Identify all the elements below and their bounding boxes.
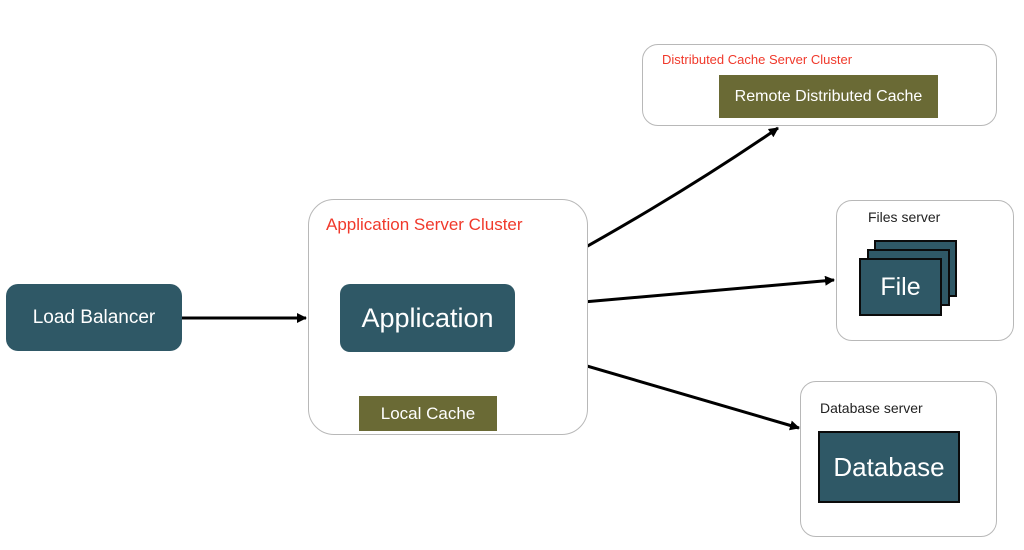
remote-distributed-cache-node[interactable]: Remote Distributed Cache — [719, 75, 938, 118]
load-balancer-node[interactable]: Load Balancer — [6, 284, 182, 351]
files-server-title: Files server — [868, 209, 941, 225]
remote-distributed-cache-label: Remote Distributed Cache — [734, 87, 923, 105]
database-node[interactable]: Database — [818, 431, 960, 503]
database-label: Database — [833, 451, 945, 482]
local-cache-label: Local Cache — [380, 403, 476, 423]
application-node[interactable]: Application — [340, 284, 515, 352]
file-label: File — [880, 272, 921, 301]
application-label: Application — [361, 302, 494, 333]
database-server-title: Database server — [820, 400, 923, 416]
local-cache-node[interactable]: Local Cache — [359, 396, 497, 431]
load-balancer-label: Load Balancer — [32, 306, 156, 328]
distributed-cache-cluster-title: Distributed Cache Server Cluster — [662, 52, 853, 67]
file-icon[interactable]: File — [859, 258, 942, 316]
application-server-cluster-title: Application Server Cluster — [326, 215, 523, 234]
